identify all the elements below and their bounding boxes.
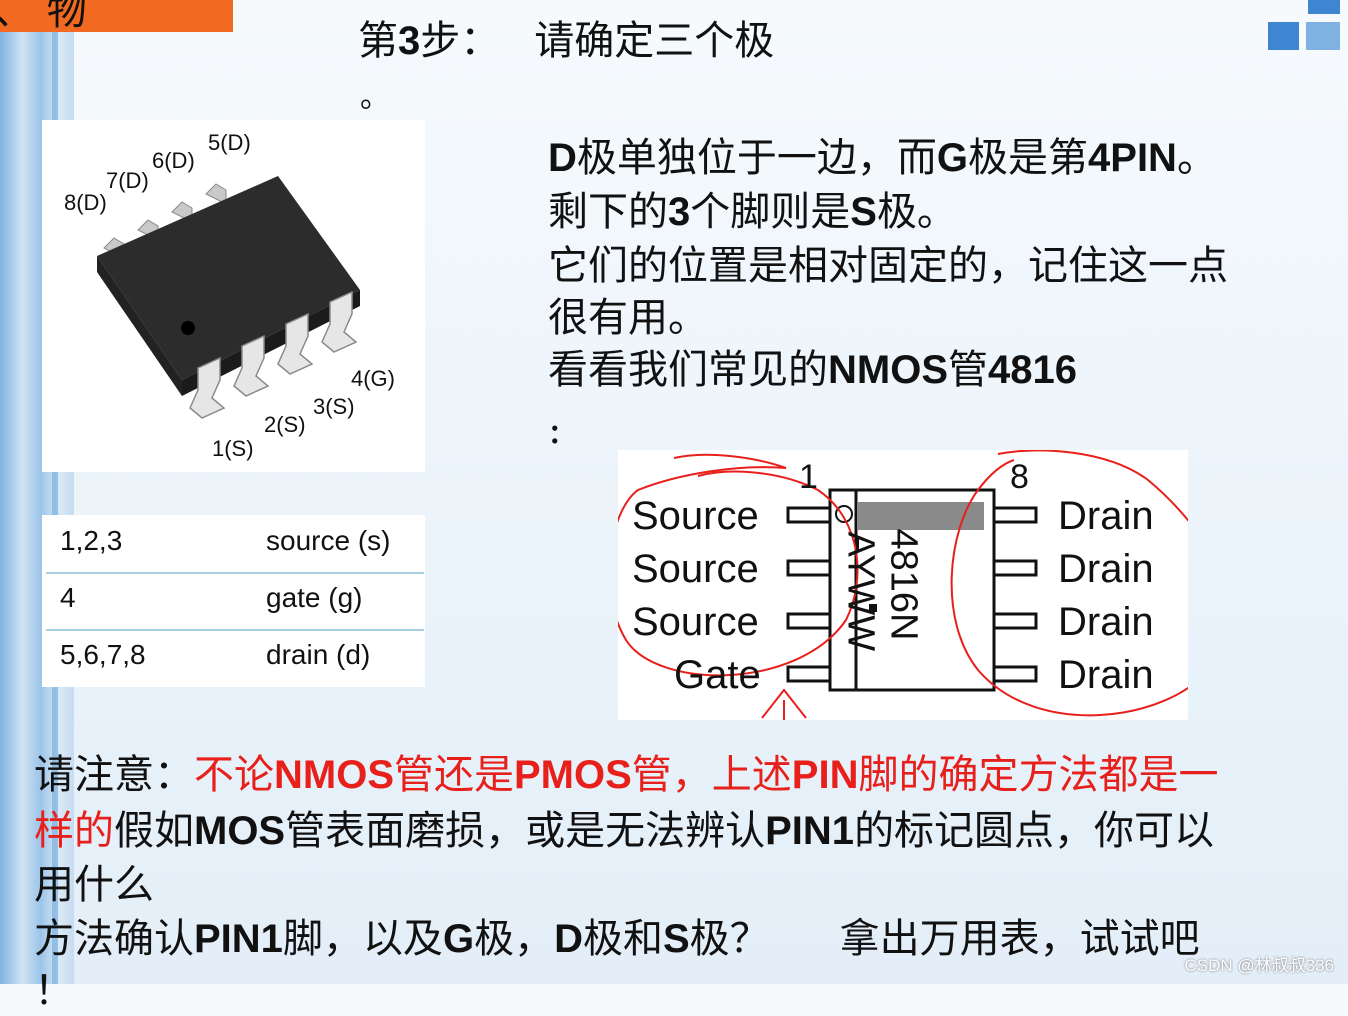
pin-1-number: 1 — [799, 458, 818, 496]
table-cell-pins: 5,6,7,8 — [60, 639, 146, 670]
pin-label-8: 8(D) — [64, 190, 107, 215]
table-divider — [46, 572, 424, 574]
note-line-2: 样的假如MOS管表面磨损，或是无法辨认PIN1的标记圆点，你可以 — [34, 808, 1215, 854]
pin-8-number: 8 — [1010, 458, 1029, 496]
note-line-4: 方法确认PIN1脚，以及G极，D极和S极？拿出万用表，试试吧 — [34, 916, 1200, 962]
description-line-5: 看看我们常见的NMOS管4816 — [548, 347, 1077, 393]
title-period: 。 — [360, 80, 390, 115]
note-line-3: 用什么 — [34, 862, 154, 908]
marking-part-number: 4816N — [882, 528, 925, 641]
pin-label-5: 5(D) — [208, 130, 251, 155]
chip-photo: 1(S) 2(S) 3(S) 4(G) 5(D) 6(D) 7(D) 8(D) — [42, 120, 425, 472]
table-cell-role: source (s) — [266, 525, 391, 556]
pin-label-drain: Drain — [1058, 547, 1154, 591]
pin-label-drain: Drain — [1058, 600, 1154, 644]
pin-label-gate: Gate — [674, 653, 761, 697]
description-line-6: : — [548, 407, 562, 453]
section-tab: 、 物 — [0, 0, 233, 32]
deco-square — [1306, 22, 1340, 50]
package-pinout-diagram: 1 8 Source Source Source Gate Drain Drai… — [618, 450, 1188, 720]
pin-label-source: Source — [632, 494, 759, 538]
table-cell-pins: 4 — [60, 582, 76, 613]
pin-label-1: 1(S) — [212, 436, 254, 461]
package-outline — [618, 450, 1188, 720]
table-row: 1,2,3 source (s) — [46, 515, 424, 572]
so8-chip-illustration — [97, 176, 360, 419]
table-cell-pins: 1,2,3 — [60, 525, 123, 556]
note-line-5: ！ — [34, 968, 74, 1014]
table-cell-role: drain (d) — [266, 639, 371, 670]
marking-date-code: AYWW — [839, 531, 882, 652]
description-line-1: D极单独位于一边，而G极是第4PIN。 — [548, 135, 1217, 181]
pin-label-drain: Drain — [1058, 653, 1154, 697]
watermark: CSDN @林叔叔336 — [1184, 956, 1334, 975]
pin-label-source: Source — [632, 600, 759, 644]
pin-label-3: 3(S) — [313, 394, 355, 419]
pin-label-2: 2(S) — [264, 412, 306, 437]
pin-assignment-table: 1,2,3 source (s) 4 gate (g) 5,6,7,8 drai… — [42, 515, 425, 687]
table-row: 4 gate (g) — [46, 572, 424, 629]
pin-label-7: 7(D) — [106, 168, 149, 193]
table-cell-role: gate (g) — [266, 582, 363, 613]
table-row: 5,6,7,8 drain (d) — [46, 629, 424, 686]
description-line-3: 它们的位置是相对固定的，记住这一点 — [548, 243, 1228, 289]
pin-label-4: 4(G) — [351, 366, 395, 391]
description-line-4: 很有用。 — [548, 295, 708, 341]
left-decorative-line — [52, 0, 58, 984]
deco-square — [1268, 22, 1299, 50]
pin-label-drain: Drain — [1058, 494, 1154, 538]
note-line-1: 请注意：不论NMOS管还是PMOS管，上述PIN脚的确定方法都是一 — [34, 752, 1219, 798]
table-divider — [46, 629, 424, 631]
slide-title: 第3步：请确定三个极 — [358, 18, 775, 64]
section-tab-text: 、 物 — [0, 0, 87, 32]
deco-square — [1308, 0, 1340, 14]
pin-label-source: Source — [632, 547, 759, 591]
pin-label-6: 6(D) — [152, 148, 195, 173]
description-line-2: 剩下的3个脚则是S极。 — [548, 189, 957, 235]
